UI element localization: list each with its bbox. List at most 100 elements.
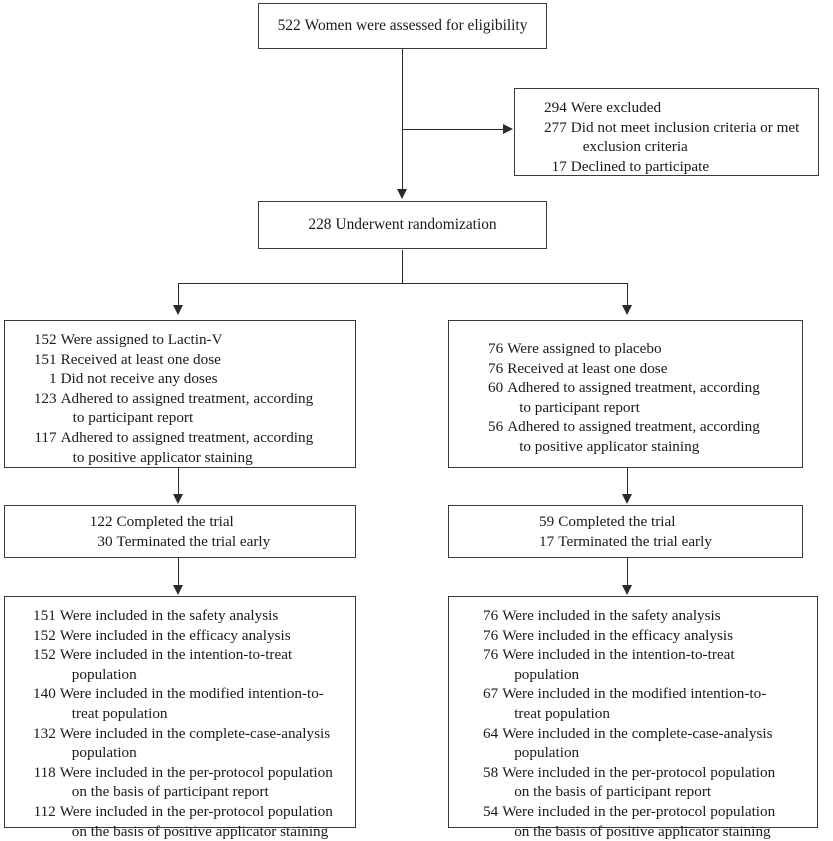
row-label: Were included in the complete-case-analy… [60, 724, 333, 763]
row-item: 151 Received at least one dose [17, 350, 313, 370]
row-label-text: Adhered to assigned treatment, according [60, 389, 314, 407]
arrow-into-analysis-placebo [622, 585, 632, 595]
row-label: Did not meet inclusion criteria or met ex… [571, 118, 800, 157]
row-number: 152 [33, 331, 57, 348]
connector-lactin-completed-to-analysis [177, 558, 179, 587]
row-label: Received at least one dose [60, 350, 221, 368]
row-label-text: Did not meet inclusion criteria or met [570, 118, 800, 136]
row-number: 17 [551, 157, 567, 175]
connector-randomization-stem [401, 250, 403, 284]
row-number: 76 [483, 626, 499, 644]
arrow-into-randomization [397, 189, 407, 199]
connector-split-right [626, 283, 628, 310]
connector-placebo-completed-to-analysis [626, 558, 628, 587]
row-label-continuation: exclusion criteria [582, 138, 688, 156]
box-assigned-placebo: 76 Were assigned to placebo 76 Received … [448, 320, 803, 468]
row-item: 30 Terminated the trial early [90, 532, 270, 552]
row-number: 151 [33, 607, 56, 624]
row-number: 1 [49, 370, 57, 388]
row-number: 152 [33, 626, 56, 644]
row-number: 17 [539, 532, 555, 550]
rows-underwent-randomization: 228 Underwent randomization [308, 215, 496, 235]
row-label: Were excluded [570, 99, 662, 116]
row-item: 60 Adhered to assigned treatment, accord… [472, 378, 760, 417]
box-analysis-placebo: 76 Were included in the safety analysis … [448, 596, 818, 840]
row-label: Were included in the safety analysis [502, 607, 721, 624]
row-label-text: Were included in the modified intention-… [59, 685, 324, 703]
rows-analysis-placebo: 76 Were included in the safety analysis … [467, 606, 775, 841]
row-number: 294 [544, 99, 567, 116]
arrow-into-analysis-lactin-v [173, 585, 183, 595]
row-label: Did not receive any doses [60, 370, 218, 388]
rows-completed-lactin-v: 122 Completed the trial 30 Terminated th… [90, 512, 270, 551]
row-label-continuation: population [514, 665, 580, 683]
row-label-text: Adhered to assigned treatment, according [507, 418, 760, 436]
row-item: 152 Were assigned to Lactin-V [17, 330, 313, 350]
row-number: 76 [488, 359, 504, 377]
row-label: Were included in the efficacy analysis [502, 626, 734, 644]
row-item: 17 Declined to participate [528, 157, 799, 177]
row-label: Declined to participate [570, 157, 710, 175]
row-number: 117 [34, 428, 57, 446]
row-label-text: Adhered to assigned treatment, according [507, 379, 760, 397]
row-label: Were included in the efficacy analysis [59, 626, 291, 644]
row-item: 117 Adhered to assigned treatment, accor… [17, 428, 313, 467]
arrow-into-completed-lactin-v [173, 494, 183, 504]
row-label-text: Adhered to assigned treatment, according [60, 428, 314, 446]
arrow-into-assigned-placebo [622, 305, 632, 315]
box-assigned-lactin-v: 152 Were assigned to Lactin-V 151 Receiv… [4, 320, 356, 468]
row-number: 59 [539, 512, 555, 530]
row-item: 122 Completed the trial [90, 512, 270, 532]
box-underwent-randomization: 228 Underwent randomization [258, 201, 547, 249]
row-number: 30 [97, 532, 113, 550]
row-number: 228 [308, 215, 332, 233]
row-label-continuation: on the basis of positive applicator stai… [514, 822, 771, 840]
row-number: 151 [33, 350, 57, 368]
arrow-into-excluded [503, 124, 513, 134]
row-number: 67 [483, 685, 499, 703]
row-label: Were included in the modified intention-… [60, 684, 333, 723]
row-item: 152 Were included in the intention-to-tr… [17, 645, 333, 684]
arrow-into-assigned-lactin-v [173, 305, 183, 315]
box-assessed-for-eligibility: 522 Women were assessed for eligibility [258, 3, 547, 49]
row-label-text: Were included in the per-protocol popula… [59, 802, 333, 820]
row-item: 123 Adhered to assigned treatment, accor… [17, 389, 313, 428]
row-label: Underwent randomization [335, 215, 497, 233]
row-label: Women were assessed for eligibility [304, 16, 528, 34]
row-item: 64 Were included in the complete-case-an… [467, 724, 775, 763]
row-label: Were included in the complete-case-analy… [502, 724, 775, 763]
row-label-continuation: treat population [71, 704, 168, 722]
rows-excluded: 294 Were excluded 277 Did not meet inclu… [528, 98, 799, 176]
row-item: 112 Were included in the per-protocol po… [17, 802, 333, 841]
row-item: 56 Adhered to assigned treatment, accord… [472, 417, 760, 456]
row-label: Completed the trial [558, 512, 676, 530]
row-label-text: Were included in the modified intention-… [502, 685, 767, 703]
row-label: Adhered to assigned treatment, according… [61, 428, 314, 467]
rows-analysis-lactin-v: 151 Were included in the safety analysis… [17, 606, 333, 841]
row-item: 140 Were included in the modified intent… [17, 684, 333, 723]
row-label-continuation: to positive applicator staining [72, 448, 253, 466]
row-number: 76 [483, 607, 499, 624]
row-number: 58 [483, 763, 499, 781]
row-label: Were included in the per-protocol popula… [502, 763, 775, 802]
row-number: 118 [33, 763, 56, 781]
box-excluded: 294 Were excluded 277 Did not meet inclu… [514, 88, 819, 176]
row-item: 76 Were included in the safety analysis [467, 606, 775, 626]
row-number: 64 [483, 724, 499, 742]
row-number: 140 [33, 685, 56, 703]
rows-assessed-for-eligibility: 522 Women were assessed for eligibility [278, 16, 528, 36]
row-label-continuation: population [71, 665, 137, 683]
row-label-continuation: population [71, 744, 137, 762]
connector-placebo-assigned-to-completed [626, 468, 628, 496]
row-number: 112 [33, 802, 56, 820]
connector-eligibility-to-randomization [401, 48, 403, 198]
row-label: Were included in the modified intention-… [502, 684, 775, 723]
row-label: Terminated the trial early [116, 532, 271, 550]
row-item: 151 Were included in the safety analysis [17, 606, 333, 626]
row-item: 76 Were included in the efficacy analysi… [467, 626, 775, 646]
row-item: 152 Were included in the efficacy analys… [17, 626, 333, 646]
row-item: 118 Were included in the per-protocol po… [17, 763, 333, 802]
row-number: 122 [89, 512, 113, 530]
